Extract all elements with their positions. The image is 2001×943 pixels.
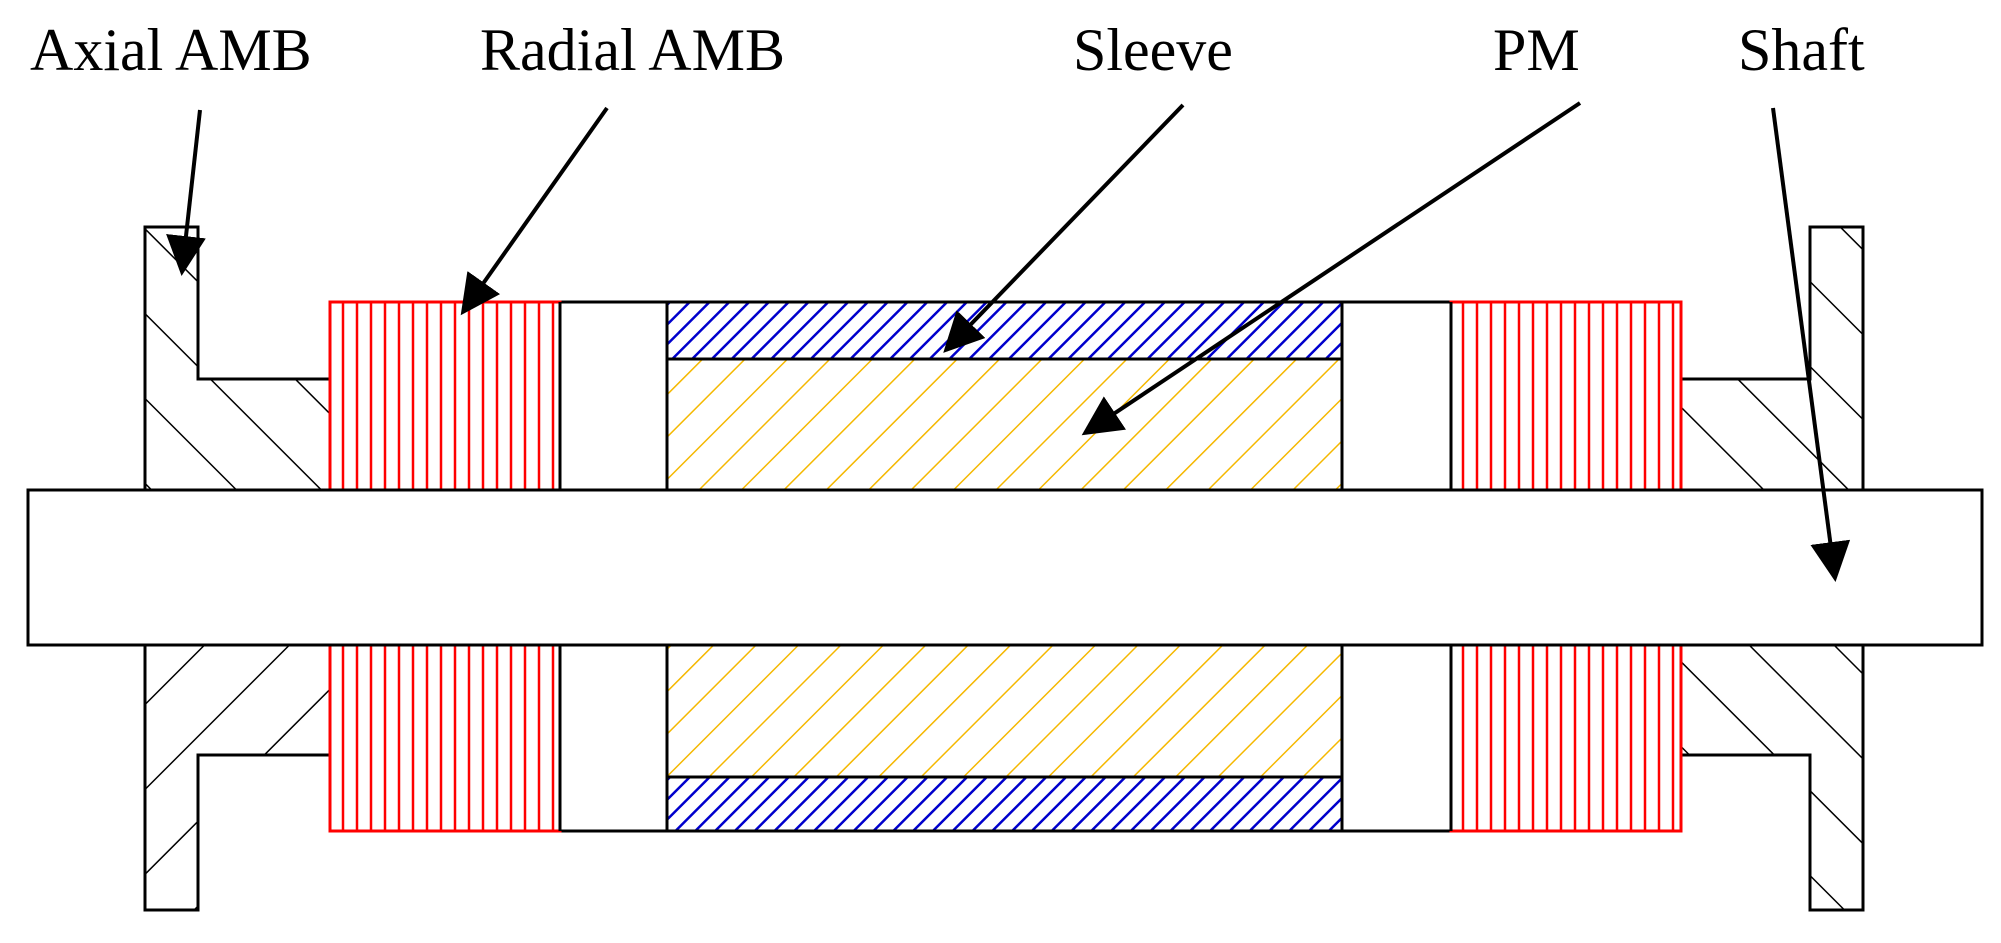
label-axial-amb: Axial AMB (30, 17, 312, 83)
arrow-radial-amb (460, 106, 609, 316)
radial-amb-left-top (328, 300, 562, 492)
shaft (26, 488, 1984, 647)
arrow-pm (1081, 101, 1582, 436)
label-pm: PM (1493, 17, 1580, 83)
arrow-shaft (1771, 107, 1851, 582)
axial-amb-left-top (143, 225, 332, 492)
axial-amb-left-bottom (143, 643, 332, 912)
axial-amb-right-top (1679, 225, 1865, 492)
sleeve-bottom (665, 775, 1344, 833)
label-radial-amb: Radial AMB (480, 17, 785, 83)
radial-amb-right-bottom (1449, 643, 1683, 833)
radial-amb-right-top (1449, 300, 1683, 492)
label-shaft: Shaft (1738, 17, 1865, 83)
pm-top (665, 357, 1344, 492)
axial-amb-right-bottom (1679, 643, 1865, 912)
label-sleeve: Sleeve (1073, 17, 1233, 83)
pm-bottom (665, 643, 1344, 779)
radial-amb-left-bottom (328, 643, 562, 833)
arrow-axial-amb (166, 109, 206, 276)
arrow-sleeve (943, 103, 1185, 353)
